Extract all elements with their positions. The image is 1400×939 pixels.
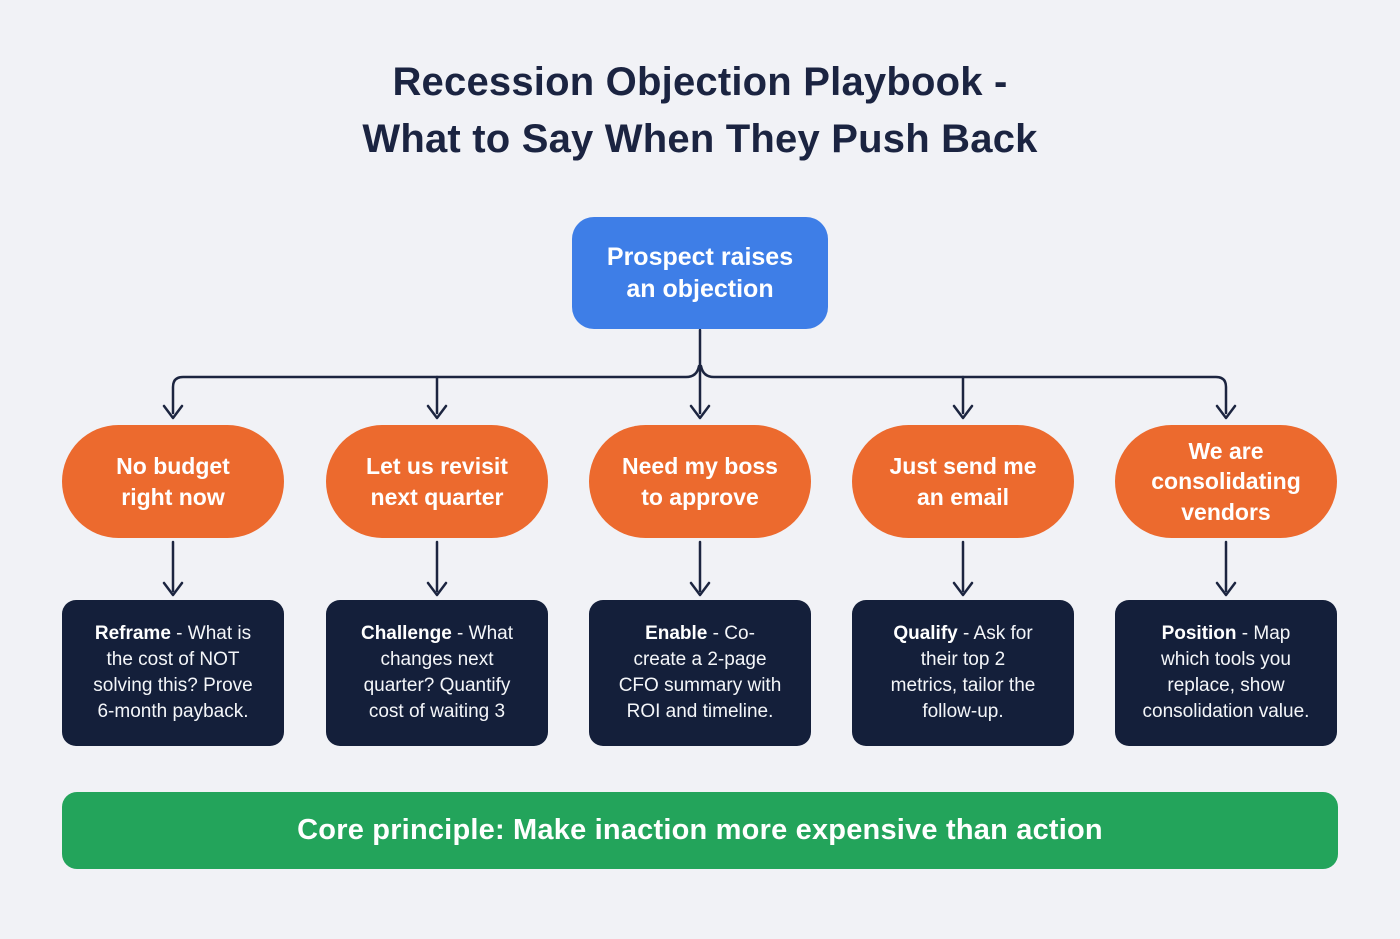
response-tactic: Qualify <box>893 622 958 644</box>
arrowhead-icon <box>426 404 448 420</box>
root-node-label: Prospect raises an objection <box>606 242 794 304</box>
response-tactic: Position <box>1161 622 1237 644</box>
connector-rail-right <box>699 364 1228 415</box>
arrowhead-icon <box>952 404 974 420</box>
response-tactic: Challenge <box>360 622 452 644</box>
response-text: Challenge - What changes next quarter? Q… <box>360 622 514 723</box>
response-tactic: Reframe <box>94 622 171 644</box>
response-text: Enable - Co- create a 2-page CFO summary… <box>618 622 782 723</box>
response-node-qualify: Qualify - Ask for their top 2 metrics, t… <box>852 600 1074 746</box>
core-principle-banner: Core principle: Make inaction more expen… <box>62 792 1338 869</box>
objection-label: Just send me an email <box>889 453 1037 510</box>
objection-node-revisit-next-quarter: Let us revisit next quarter <box>326 425 548 538</box>
arrowhead-icon <box>162 404 184 420</box>
connector-rail-left <box>171 364 701 415</box>
root-node-prospect-objection: Prospect raises an objection <box>572 217 828 329</box>
arrowhead-icon <box>952 581 974 597</box>
response-text: Position - Map which tools you replace, … <box>1142 622 1310 723</box>
objection-label: We are consolidating vendors <box>1151 437 1301 525</box>
arrowhead-icon <box>1215 404 1237 420</box>
objection-node-need-boss-approval: Need my boss to approve <box>589 425 811 538</box>
response-tactic: Enable <box>645 622 708 644</box>
core-principle-label: Core principle: Make inaction more expen… <box>297 814 1103 846</box>
arrowhead-icon <box>1215 581 1237 597</box>
arrowhead-icon <box>689 581 711 597</box>
response-node-reframe: Reframe - What is the cost of NOT solvin… <box>62 600 284 746</box>
response-node-position: Position - Map which tools you replace, … <box>1115 600 1337 746</box>
objection-label: Need my boss to approve <box>622 453 778 510</box>
objection-label: No budget right now <box>116 453 230 510</box>
objection-node-no-budget: No budget right now <box>62 425 284 538</box>
page-title: Recession Objection Playbook - What to S… <box>362 60 1038 162</box>
response-node-enable: Enable - Co- create a 2-page CFO summary… <box>589 600 811 746</box>
arrowhead-icon <box>162 581 184 597</box>
objection-label: Let us revisit next quarter <box>366 453 508 510</box>
response-text: Qualify - Ask for their top 2 metrics, t… <box>890 622 1036 723</box>
arrowhead-icon <box>426 581 448 597</box>
objection-node-send-email: Just send me an email <box>852 425 1074 538</box>
response-node-challenge: Challenge - What changes next quarter? Q… <box>326 600 548 746</box>
response-text: Reframe - What is the cost of NOT solvin… <box>93 622 253 723</box>
arrowhead-icon <box>689 404 711 420</box>
objection-node-consolidating-vendors: We are consolidating vendors <box>1115 425 1337 538</box>
